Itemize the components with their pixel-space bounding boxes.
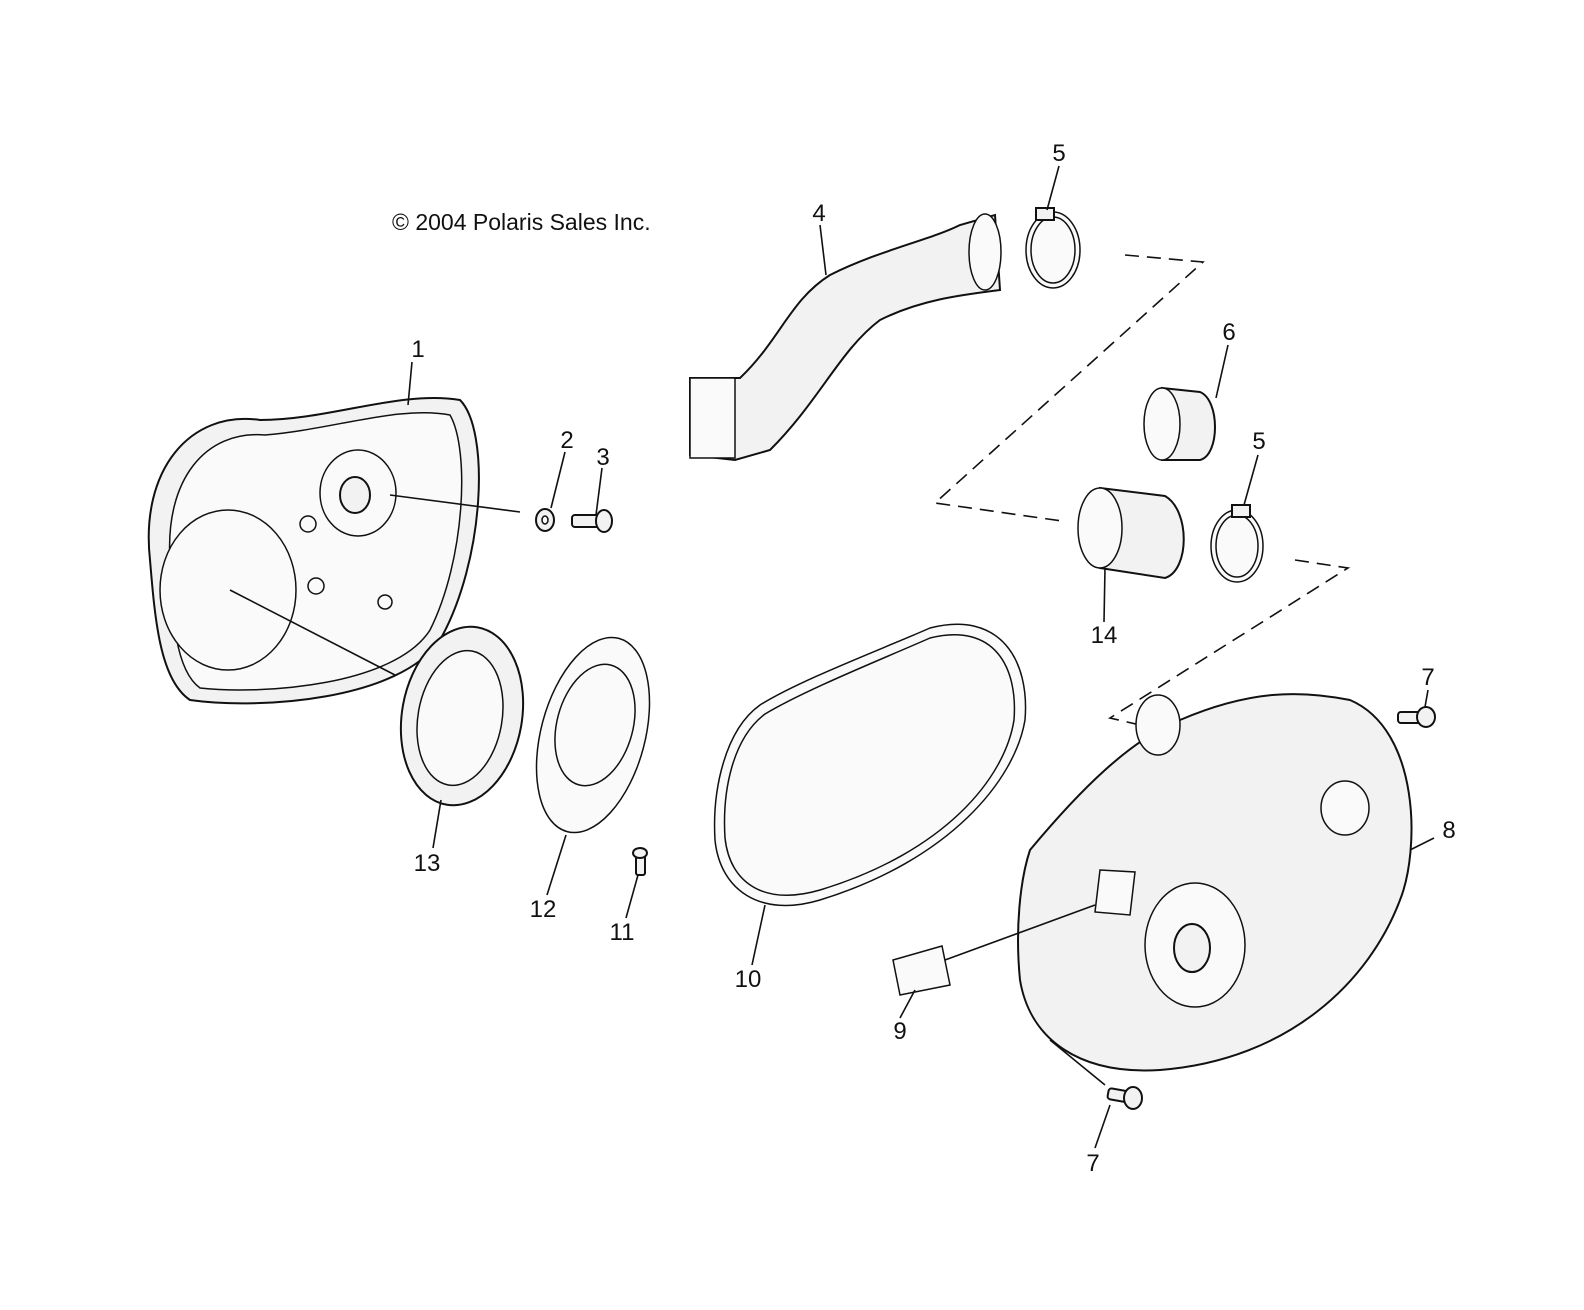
- part-2-washer[interactable]: [535, 508, 555, 532]
- part-11-screw[interactable]: [632, 847, 648, 876]
- part-8-outer-cover[interactable]: [1017, 693, 1413, 1072]
- callout-6: 6: [1222, 319, 1235, 346]
- callout-11: 11: [610, 919, 635, 946]
- part-7-bolt-bottom[interactable]: [1106, 1086, 1143, 1110]
- part-1-inner-cover[interactable]: [147, 396, 480, 705]
- callout-10: 10: [735, 966, 762, 993]
- callout-5-mid: 5: [1252, 428, 1265, 455]
- callout-14: 14: [1091, 622, 1118, 649]
- callout-1: 1: [411, 336, 424, 363]
- callout-8: 8: [1442, 817, 1455, 844]
- callout-7-bottom: 7: [1086, 1150, 1099, 1177]
- part-6-sleeve[interactable]: [1143, 386, 1216, 461]
- part-7-bolt-top[interactable]: [1397, 706, 1436, 728]
- callout-2: 2: [560, 427, 573, 454]
- part-5-hose-clamp-mid[interactable]: [1210, 504, 1264, 583]
- copyright-text: © 2004 Polaris Sales Inc.: [392, 209, 651, 235]
- part-3-bolt[interactable]: [571, 509, 613, 533]
- part-10-drive-belt[interactable]: [713, 623, 1027, 907]
- part-12-retainer-plate[interactable]: [517, 625, 669, 845]
- callout-5-top: 5: [1052, 140, 1065, 167]
- part-9-decal[interactable]: [892, 945, 951, 996]
- callout-9: 9: [893, 1018, 906, 1045]
- callout-12: 12: [530, 896, 557, 923]
- part-13-seal[interactable]: [387, 617, 536, 815]
- callout-7-top: 7: [1421, 664, 1434, 691]
- part-14-boot[interactable]: [1077, 486, 1185, 580]
- part-4-air-duct[interactable]: [689, 213, 1002, 462]
- callout-4: 4: [812, 200, 825, 227]
- callout-13: 13: [414, 850, 441, 877]
- part-5-hose-clamp-top[interactable]: [1025, 207, 1081, 289]
- callout-3: 3: [596, 444, 609, 471]
